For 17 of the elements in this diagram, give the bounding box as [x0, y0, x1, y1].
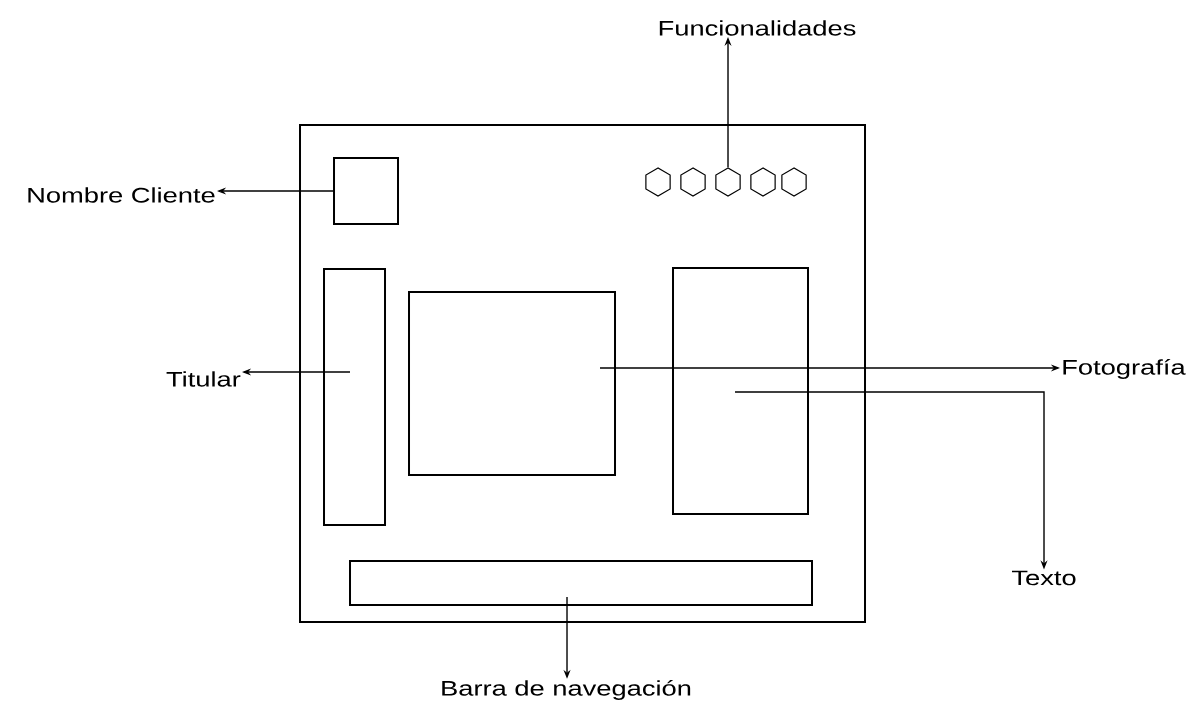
hexagon-icon [645, 167, 671, 197]
hexagon-icon [781, 167, 807, 197]
label-text: Fotografía [1063, 359, 1186, 379]
label-text: Texto [1012, 570, 1076, 586]
content-box [408, 291, 616, 476]
label-text: Nombre Cliente [28, 187, 215, 203]
content-box [333, 157, 399, 225]
hexagon-icon [750, 167, 776, 197]
label-text: Barra de navegación [442, 680, 691, 700]
label-text: Titular [166, 371, 241, 387]
content-box [323, 268, 386, 526]
hexagon-icon [680, 167, 706, 197]
page-frame [299, 124, 866, 623]
content-box [672, 267, 809, 515]
hexagon-icon [715, 167, 741, 197]
content-box [349, 560, 813, 606]
label-text: Funcionalidades [659, 20, 856, 36]
